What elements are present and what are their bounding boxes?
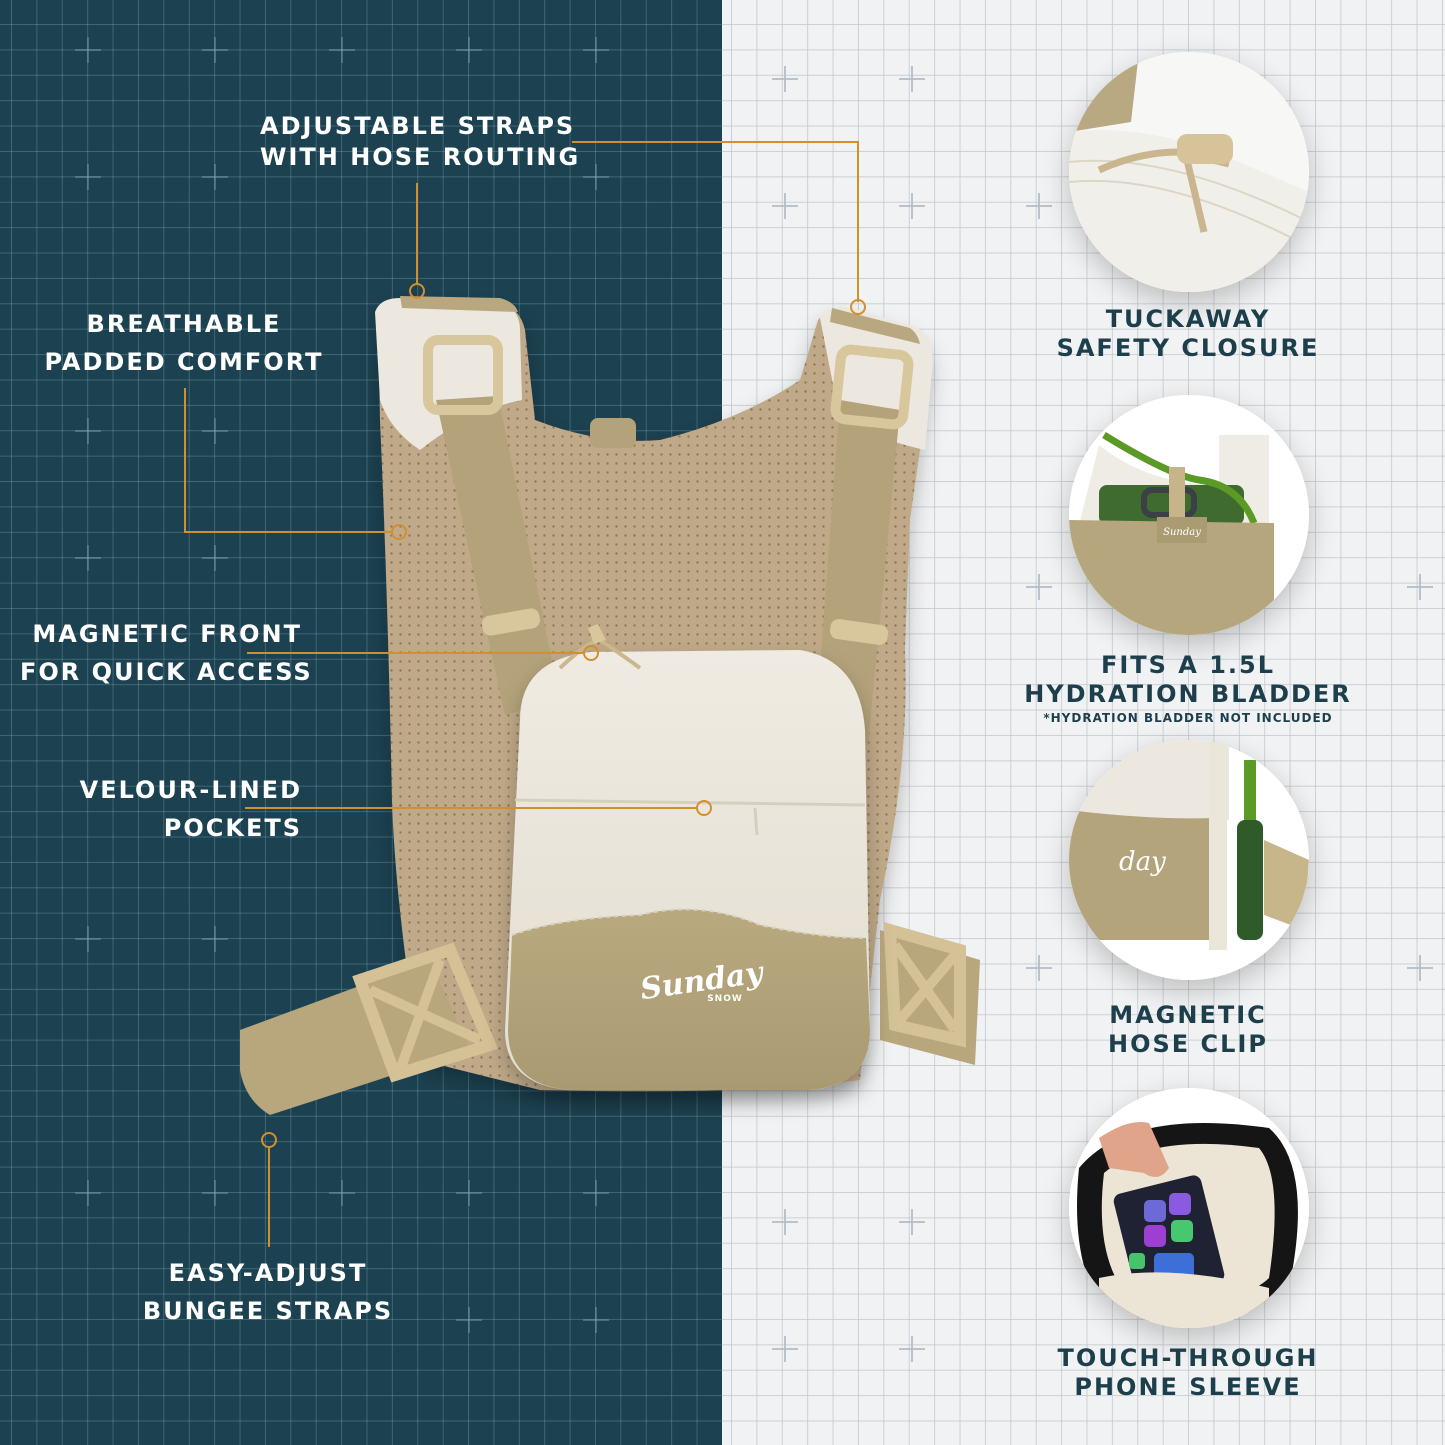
grid-cross-icon: [329, 1180, 355, 1206]
brand-logo: Sunday SNOW: [638, 955, 765, 1007]
feature-label-hose-clip: MAGNETIC HOSE CLIP: [1018, 1001, 1358, 1059]
grid-cross-icon: [202, 545, 228, 571]
callout-dot-icon: [391, 524, 407, 540]
grid-cross-icon: [456, 1180, 482, 1206]
grid-cross-icon: [202, 926, 228, 952]
leader-line: [247, 652, 584, 654]
phone-sleeve-image: [1069, 1088, 1309, 1328]
feature-title: PHONE SLEEVE: [1074, 1373, 1302, 1401]
feature-title: HYDRATION BLADDER: [1024, 680, 1352, 708]
grid-cross-icon: [899, 1336, 925, 1362]
brand-subtext: SNOW: [707, 994, 743, 1004]
feature-image-phone-sleeve: [1069, 1088, 1309, 1328]
callout-text: VELOUR-LINED: [79, 776, 302, 804]
grid-cross-icon: [75, 164, 101, 190]
grid-cross-icon: [772, 193, 798, 219]
leader-line: [416, 183, 418, 284]
grid-cross-icon: [583, 164, 609, 190]
feature-label-phone-sleeve: TOUCH-THROUGH PHONE SLEEVE: [1018, 1344, 1358, 1402]
grid-cross-icon: [1407, 955, 1433, 981]
feature-image-tuckaway-closure: [1069, 52, 1309, 292]
callout-velour-pockets: VELOUR-LINED POCKETS: [20, 771, 302, 847]
grid-cross-icon: [75, 37, 101, 63]
callout-text: WITH HOSE ROUTING: [260, 143, 581, 171]
callout-text: FOR QUICK ACCESS: [20, 658, 313, 686]
leader-line: [245, 807, 697, 809]
callout-magnetic-front: MAGNETIC FRONT FOR QUICK ACCESS: [20, 615, 313, 691]
callout-dot-icon: [696, 800, 712, 816]
feature-label-hydration: FITS A 1.5L HYDRATION BLADDER *HYDRATION…: [1018, 651, 1358, 727]
grid-cross-icon: [1026, 193, 1052, 219]
callout-text: MAGNETIC FRONT: [32, 620, 302, 648]
grid-cross-icon: [583, 37, 609, 63]
drawcord-closure-image: [1069, 52, 1309, 292]
leader-line: [857, 141, 859, 302]
leader-line: [268, 1147, 270, 1247]
grid-cross-icon: [899, 66, 925, 92]
grid-cross-icon: [75, 926, 101, 952]
grid-cross-icon: [1026, 574, 1052, 600]
grid-cross-icon: [456, 37, 482, 63]
grid-cross-icon: [899, 1209, 925, 1235]
callout-dot-icon: [850, 299, 866, 315]
callout-dot-icon: [261, 1132, 277, 1148]
leader-line: [184, 388, 186, 532]
svg-text:day: day: [1119, 847, 1166, 877]
grid-cross-icon: [456, 1307, 482, 1333]
feature-disclaimer: *HYDRATION BLADDER NOT INCLUDED: [1043, 711, 1333, 725]
callout-text: ADJUSTABLE STRAPS: [260, 112, 576, 140]
grid-cross-icon: [202, 164, 228, 190]
grid-cross-icon: [75, 1180, 101, 1206]
grid-cross-icon: [75, 545, 101, 571]
hose-clip-image: day: [1069, 740, 1309, 980]
grid-cross-icon: [202, 1180, 228, 1206]
callout-text: PADDED COMFORT: [44, 348, 324, 376]
feature-title: SAFETY CLOSURE: [1056, 334, 1320, 362]
feature-title: MAGNETIC: [1109, 1001, 1267, 1029]
grid-cross-icon: [899, 193, 925, 219]
grid-cross-icon: [1407, 574, 1433, 600]
feature-image-hose-clip: day: [1069, 740, 1309, 980]
navy-grid-panel: [0, 0, 722, 1445]
grid-cross-icon: [75, 418, 101, 444]
grid-cross-icon: [583, 1307, 609, 1333]
grid-cross-icon: [583, 1180, 609, 1206]
callout-adjustable-straps: ADJUSTABLE STRAPS WITH HOSE ROUTING: [260, 111, 581, 173]
grid-cross-icon: [772, 1209, 798, 1235]
grid-cross-icon: [202, 418, 228, 444]
feature-title: TOUCH-THROUGH: [1057, 1344, 1319, 1372]
feature-title: FITS A 1.5L: [1100, 651, 1276, 679]
callout-text: POCKETS: [163, 814, 302, 842]
leader-line: [572, 141, 859, 143]
callout-text: BUNGEE STRAPS: [142, 1297, 394, 1325]
hydration-bladder-image: Sunday: [1069, 395, 1309, 635]
callout-dot-icon: [409, 283, 425, 299]
grid-cross-icon: [772, 1336, 798, 1362]
feature-title: TUCKAWAY: [1105, 305, 1271, 333]
callout-bungee-straps: EASY-ADJUST BUNGEE STRAPS: [128, 1254, 408, 1330]
light-grid-panel: [722, 0, 1445, 1445]
callout-text: BREATHABLE: [86, 310, 282, 338]
callout-dot-icon: [583, 645, 599, 661]
leader-line: [184, 531, 392, 533]
callout-breathable-padding: BREATHABLE PADDED COMFORT: [44, 305, 324, 381]
grid-cross-icon: [202, 37, 228, 63]
grid-cross-icon: [772, 66, 798, 92]
grid-cross-icon: [329, 37, 355, 63]
callout-text: EASY-ADJUST: [168, 1259, 368, 1287]
feature-title: HOSE CLIP: [1108, 1030, 1268, 1058]
feature-label-tuckaway: TUCKAWAY SAFETY CLOSURE: [1018, 305, 1358, 363]
svg-text:Sunday: Sunday: [1163, 527, 1201, 538]
feature-image-hydration-bladder: Sunday: [1069, 395, 1309, 635]
grid-cross-icon: [1026, 955, 1052, 981]
